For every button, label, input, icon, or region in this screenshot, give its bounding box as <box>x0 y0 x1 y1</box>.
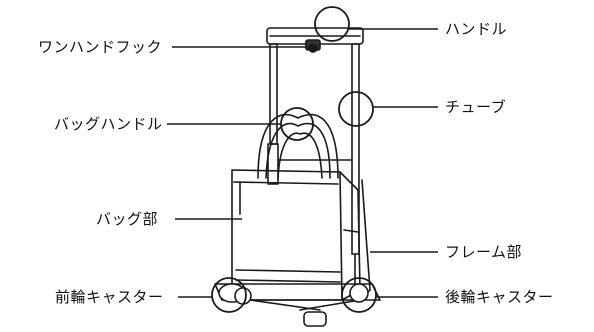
tube-highlight <box>338 91 374 127</box>
one-hand-hook <box>305 39 321 53</box>
label-tube: チューブ <box>445 98 507 116</box>
front-caster-highlight <box>211 277 247 313</box>
rear-caster-highlight <box>341 277 377 313</box>
bag-handles <box>257 113 339 179</box>
label-frame-part: フレーム部 <box>445 243 523 261</box>
label-front-caster: 前輪キャスター <box>55 288 164 306</box>
caster-wheels <box>218 283 369 327</box>
label-bag-part: バッグ部 <box>96 210 159 228</box>
label-rear-caster: 後輪キャスター <box>445 288 554 306</box>
label-bag-handle: バッグハンドル <box>54 115 163 133</box>
handle-highlight <box>314 6 350 42</box>
bag-body <box>231 169 361 301</box>
label-one-hand-hook: ワンハンドフック <box>38 38 163 56</box>
label-handle: ハンドル <box>445 20 508 38</box>
frame-tubes <box>267 43 371 301</box>
